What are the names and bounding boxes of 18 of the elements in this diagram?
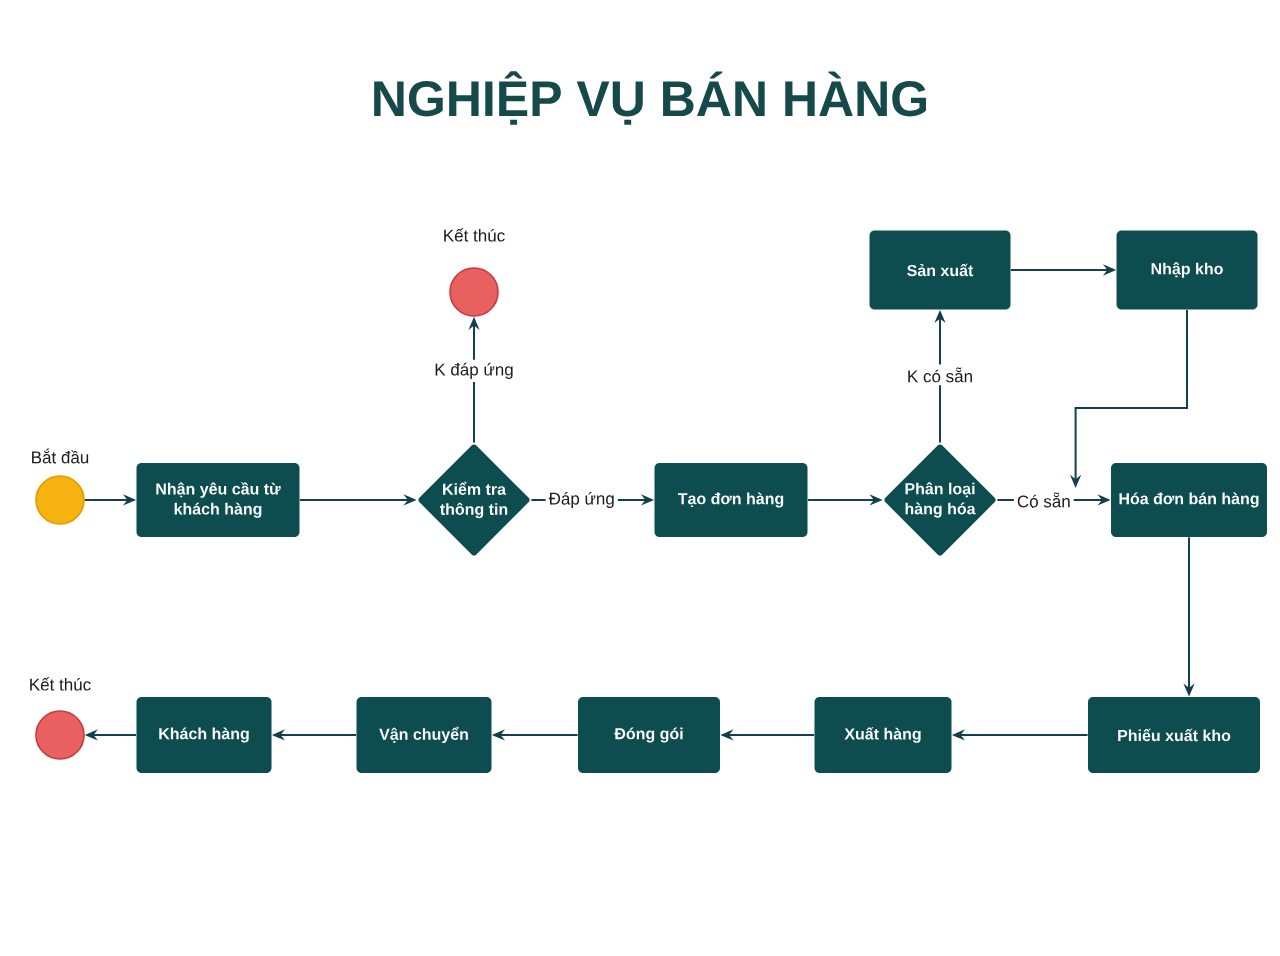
process-box: Hóa đơn bán hàng [1111, 463, 1267, 537]
node-caption: Kết thúc [30, 677, 91, 691]
process-box: Khách hàng [136, 697, 272, 773]
process-box: Nhận yêu cầu từ khách hàng [136, 463, 300, 537]
process-box: Phiếu xuất kho [1088, 697, 1260, 773]
title: NGHIỆP VỤ BÁN HÀNG [374, 71, 926, 125]
process-box: Xuất hàng [814, 697, 952, 773]
process-box: Đóng gói [578, 697, 720, 773]
process-box: Sản xuất [869, 230, 1011, 310]
edge-label: K có sẵn [903, 364, 977, 386]
edge-label: K đáp ứng [431, 359, 517, 382]
process-box: Vận chuyển [356, 697, 492, 773]
process-box: Nhập kho [1116, 230, 1258, 310]
edge-label: Đáp ứng [545, 488, 618, 511]
process-box: Tạo đơn hàng [654, 463, 808, 537]
node-caption: Kết thúc [444, 228, 505, 242]
edge-label: Có sẵn [1013, 489, 1074, 511]
node-caption: Bắt đầu [32, 448, 89, 464]
